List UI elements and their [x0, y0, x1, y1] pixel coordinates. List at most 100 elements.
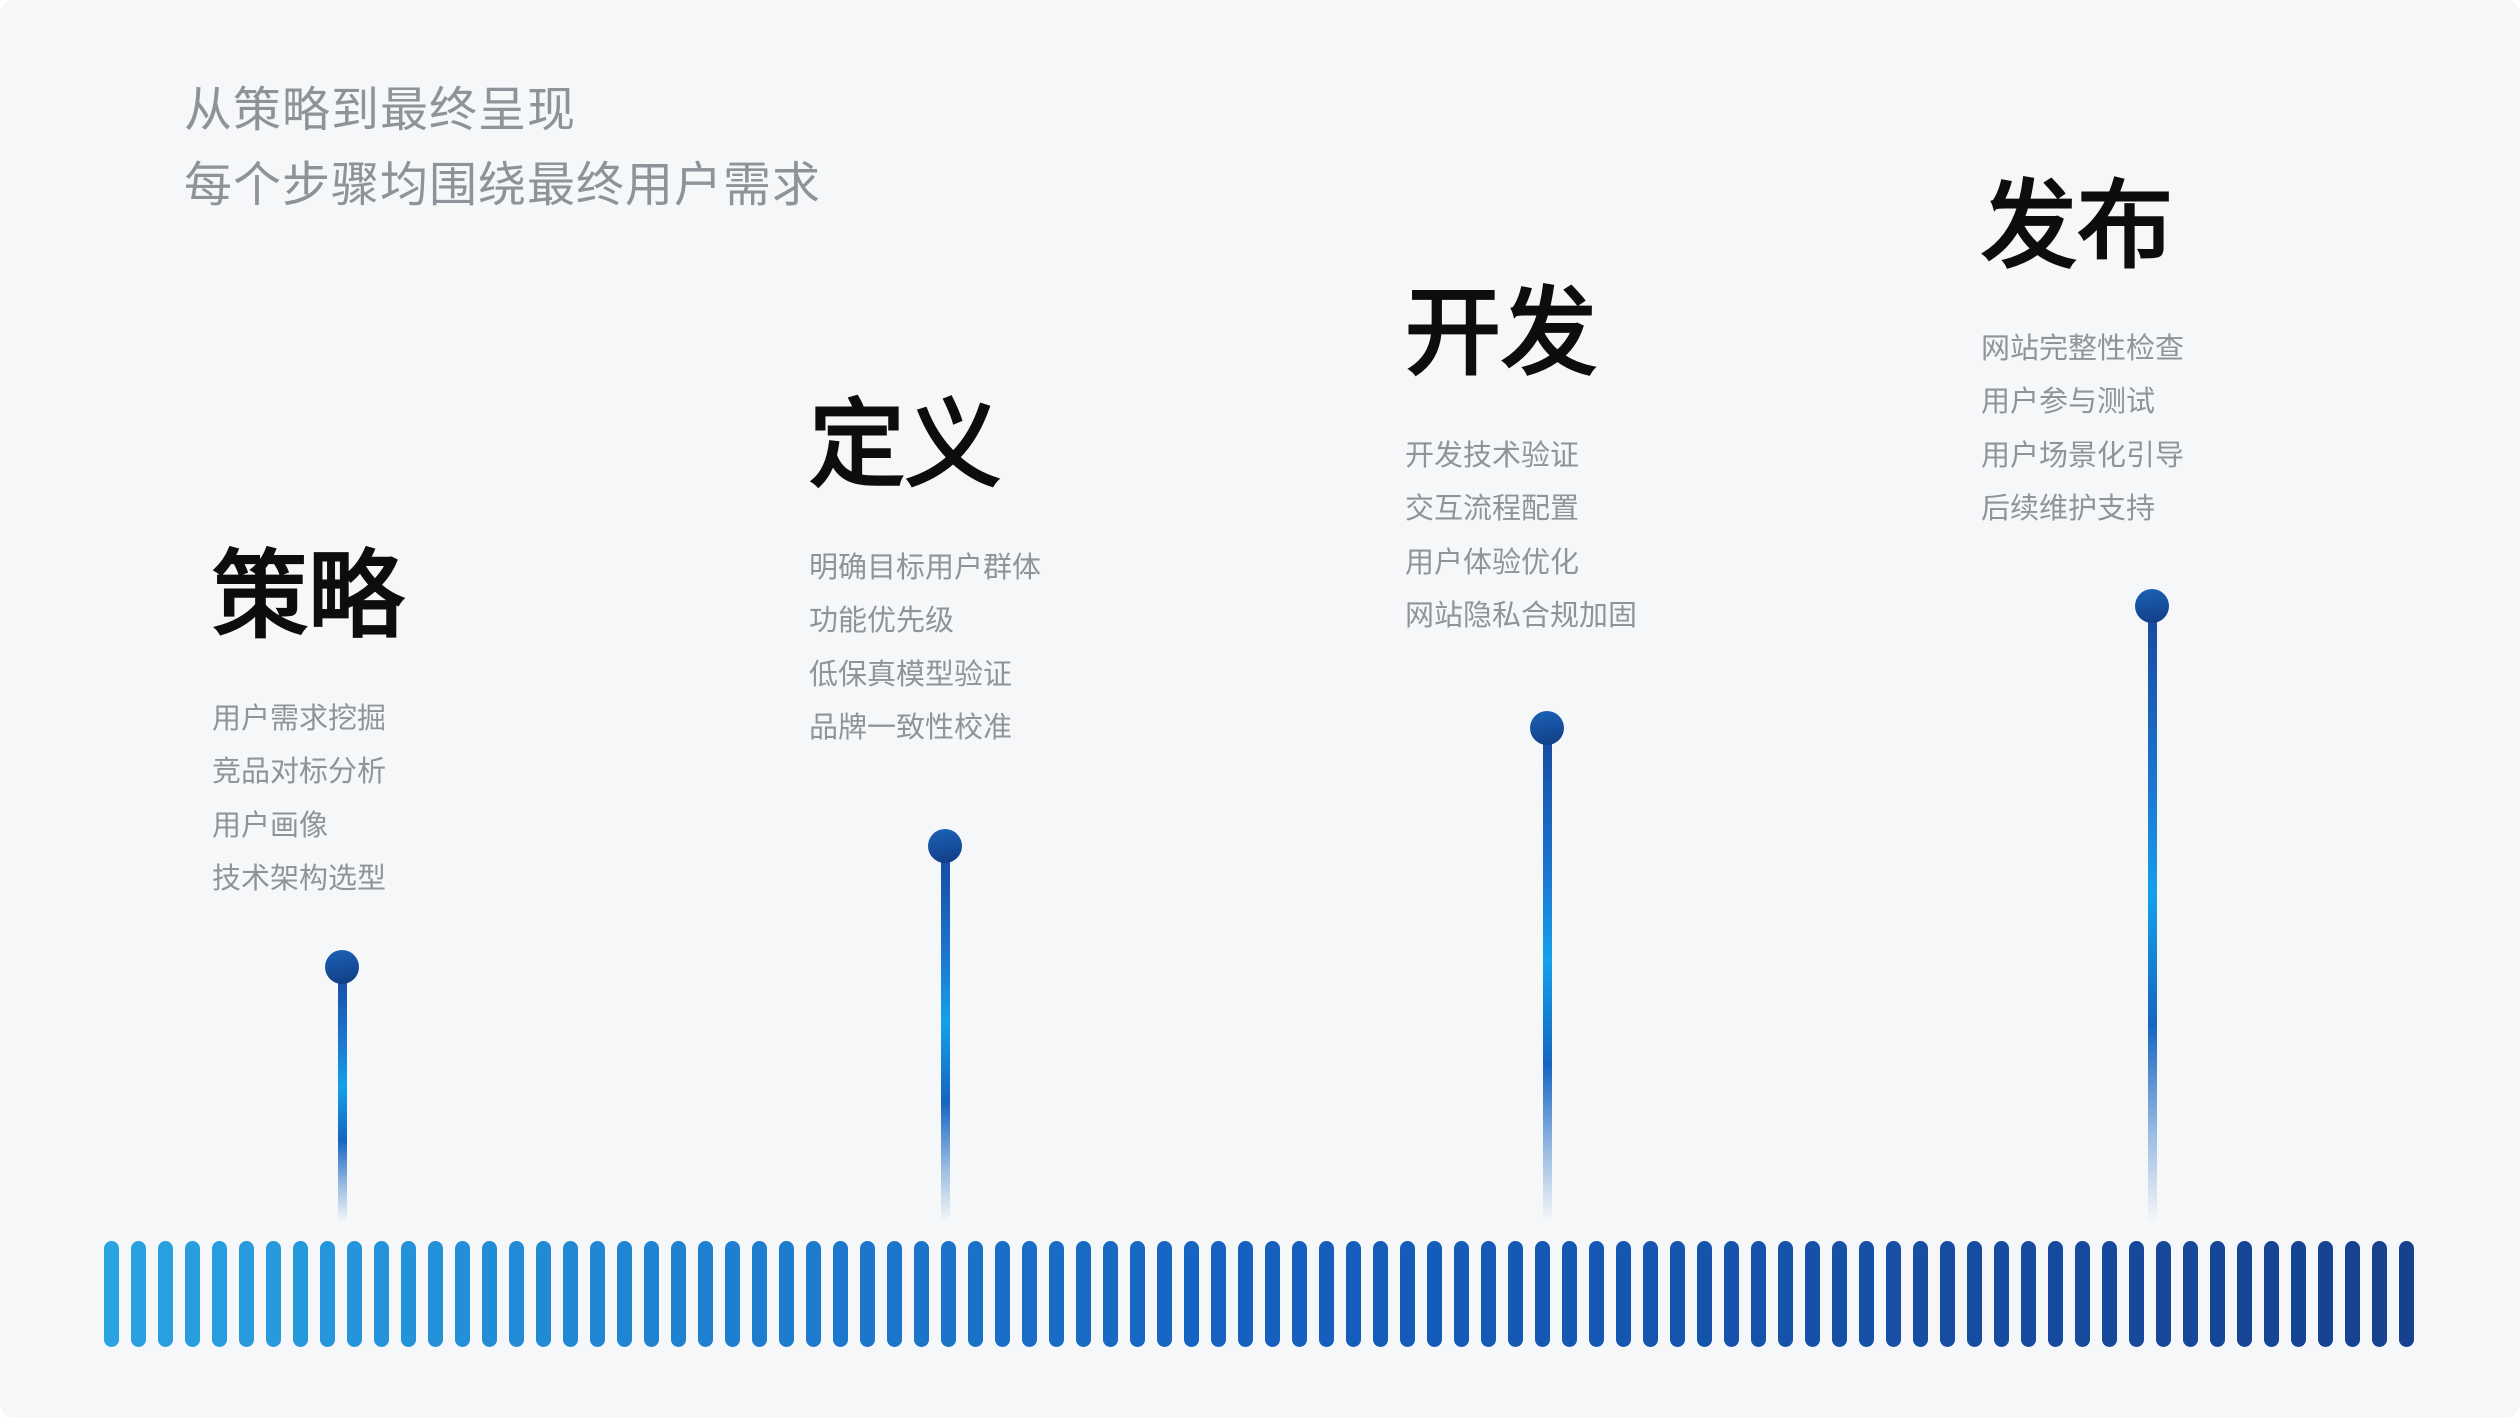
header-line-2: 每个步骤均围绕最终用户需求: [184, 159, 822, 212]
stage-title-develop: 开发: [1405, 280, 1597, 387]
timeline-tick: [1778, 1241, 1793, 1347]
timeline-tick: [2075, 1241, 2090, 1347]
stage-title-define: 定义: [809, 392, 1001, 499]
timeline-tick: [941, 1241, 956, 1347]
timeline-tick: [293, 1241, 308, 1347]
stage-title-launch: 发布: [1981, 173, 2173, 280]
timeline-tick: [1292, 1241, 1307, 1347]
stage-item: 用户场景化引导: [1981, 439, 2185, 472]
timeline-tick: [1211, 1241, 1226, 1347]
stage-item: 交互流程配置: [1405, 493, 1580, 526]
stage-item: 用户参与测试: [1981, 386, 2156, 419]
timeline-ticks: [104, 1241, 2414, 1347]
timeline-tick: [2129, 1241, 2144, 1347]
timeline-tick: [671, 1241, 686, 1347]
timeline-tick: [104, 1241, 119, 1347]
timeline-tick: [860, 1241, 875, 1347]
stage-title-strategy: 策略: [212, 543, 404, 650]
timeline-tick: [428, 1241, 443, 1347]
stage-item: 用户体验优化: [1405, 546, 1580, 579]
timeline-tick: [482, 1241, 497, 1347]
timeline-tick: [2291, 1241, 2306, 1347]
timeline-tick: [1319, 1241, 1334, 1347]
timeline-tick: [2102, 1241, 2117, 1347]
timeline-tick: [1373, 1241, 1388, 1347]
timeline-tick: [2156, 1241, 2171, 1347]
timeline-tick: [968, 1241, 983, 1347]
timeline-tick: [158, 1241, 173, 1347]
timeline-tick: [725, 1241, 740, 1347]
timeline-tick: [266, 1241, 281, 1347]
milestone-dot: [1530, 711, 1564, 745]
timeline-tick: [1967, 1241, 1982, 1347]
timeline-tick: [2183, 1241, 2198, 1347]
timeline-tick: [2372, 1241, 2387, 1347]
timeline-tick: [1724, 1241, 1739, 1347]
timeline-tick: [2021, 1241, 2036, 1347]
stage-item: 网站隐私合规加固: [1405, 600, 1638, 633]
milestone-stem: [1542, 728, 1552, 1222]
timeline-tick: [1913, 1241, 1928, 1347]
timeline-tick: [833, 1241, 848, 1347]
timeline-tick: [455, 1241, 470, 1347]
timeline-tick: [1508, 1241, 1523, 1347]
stage-launch: 发布 网站完整性检查 用户参与测试 用户场景化引导 后续维护支持: [1981, 179, 2184, 537]
timeline-tick: [1049, 1241, 1064, 1347]
stage-items-strategy: 用户需求挖掘 竞品对标分析 用户画像 技术架构选型: [212, 693, 404, 907]
timeline-tick: [1427, 1241, 1442, 1347]
timeline-tick: [1076, 1241, 1091, 1347]
timeline-tick: [347, 1241, 362, 1347]
timeline-tick: [887, 1241, 902, 1347]
milestone-stem: [2147, 606, 2157, 1222]
milestone-dot: [928, 829, 962, 863]
timeline-tick: [1103, 1241, 1118, 1347]
timeline-tick: [509, 1241, 524, 1347]
timeline-tick: [374, 1241, 389, 1347]
timeline-tick: [2210, 1241, 2225, 1347]
timeline-tick: [131, 1241, 146, 1347]
timeline-tick: [1886, 1241, 1901, 1347]
timeline-tick: [1616, 1241, 1631, 1347]
timeline-tick: [212, 1241, 227, 1347]
timeline-tick: [1697, 1241, 1712, 1347]
timeline-tick: [1535, 1241, 1550, 1347]
stage-item: 功能优先级: [809, 605, 955, 638]
stage-develop: 开发 开发技术验证 交互流程配置 用户体验优化 网站隐私合规加固: [1405, 286, 1637, 644]
stage-item: 低保真模型验证: [809, 658, 1013, 691]
timeline-tick: [1994, 1241, 2009, 1347]
timeline-tick: [1157, 1241, 1172, 1347]
timeline-tick: [1562, 1241, 1577, 1347]
timeline-tick: [185, 1241, 200, 1347]
timeline-tick: [806, 1241, 821, 1347]
timeline-tick: [779, 1241, 794, 1347]
timeline-tick: [2318, 1241, 2333, 1347]
timeline-tick: [590, 1241, 605, 1347]
stage-item: 开发技术验证: [1405, 440, 1580, 472]
timeline-tick: [1130, 1241, 1145, 1347]
timeline-tick: [752, 1241, 767, 1347]
timeline-tick: [320, 1241, 335, 1347]
timeline-tick: [2264, 1241, 2279, 1347]
timeline-tick: [1238, 1241, 1253, 1347]
timeline-tick: [1454, 1241, 1469, 1347]
stage-items-launch: 网站完整性检查 用户参与测试 用户场景化引导 后续维护支持: [1981, 323, 2184, 537]
stage-strategy: 策略 用户需求挖掘 竞品对标分析 用户画像 技术架构选型: [212, 549, 404, 907]
timeline-tick: [2345, 1241, 2360, 1347]
timeline-tick: [401, 1241, 416, 1347]
milestone-stem: [337, 967, 347, 1222]
milestone-dot: [325, 950, 359, 984]
timeline-tick: [1643, 1241, 1658, 1347]
timeline-tick: [995, 1241, 1010, 1347]
stage-item: 品牌一致性校准: [809, 712, 1013, 745]
stage-item: 明确目标用户群体: [809, 552, 1042, 584]
timeline-tick: [617, 1241, 632, 1347]
timeline-tick: [1022, 1241, 1037, 1347]
timeline-tick: [2048, 1241, 2063, 1347]
stage-item: 用户需求挖掘: [212, 703, 387, 735]
timeline-tick: [644, 1241, 659, 1347]
timeline-tick: [1805, 1241, 1820, 1347]
timeline-tick: [1400, 1241, 1415, 1347]
stage-item: 后续维护支持: [1981, 493, 2156, 526]
header-line-1: 从策略到最终呈现: [184, 84, 577, 137]
stage-items-define: 明确目标用户群体 功能优先级 低保真模型验证 品牌一致性校准: [809, 542, 1041, 756]
